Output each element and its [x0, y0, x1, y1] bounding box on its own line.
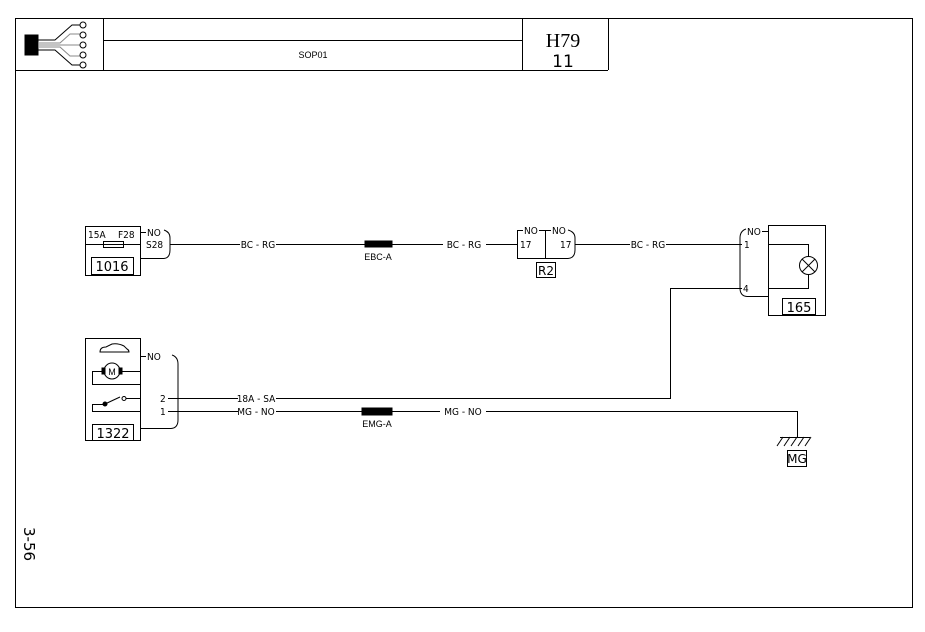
motor-1322[interactable]: M 1322 NO 2 1 — [85, 338, 179, 443]
relay-ref: R2 — [538, 264, 554, 278]
connector-color: NO — [147, 228, 161, 239]
connector-color: NO — [747, 227, 761, 238]
splice-label: EBC-A — [364, 252, 392, 262]
wire-mg-no[interactable]: MG - NO EMG-A MG - NO — [168, 407, 798, 437]
fuse-rating: 15A — [88, 230, 106, 241]
connector-pin: S28 — [146, 240, 163, 251]
switch-icon — [92, 396, 140, 412]
relay-pin: 17 — [520, 240, 531, 251]
motor-icon: M — [92, 362, 140, 385]
connector-color: NO — [147, 352, 161, 363]
ground-ref: MG — [787, 452, 807, 466]
header-title: SOP01 — [298, 50, 327, 60]
connector-color: NO — [524, 226, 538, 237]
fuse-box-1016[interactable]: 15A F28 1016 — [85, 226, 141, 276]
page-frame — [15, 18, 913, 608]
motor-pin: 1 — [160, 407, 166, 418]
fuse-id: F28 — [118, 230, 135, 241]
svg-text:M: M — [108, 367, 116, 377]
motor-pin: 2 — [160, 394, 166, 405]
wire-label: 18A - SA — [237, 394, 276, 405]
wire-label: BC - RG — [447, 240, 481, 251]
lamp-165[interactable]: 165 NO 1 4 — [739, 225, 826, 317]
connector-s28: NO S28 — [140, 228, 171, 259]
lamp-pin: 1 — [744, 240, 750, 251]
title-block: SOP01 H79 11 — [15, 18, 609, 72]
lamp-pin: 4 — [743, 284, 749, 295]
car-icon — [99, 343, 130, 353]
relay-pin: 17 — [560, 240, 571, 251]
connector-color: NO — [552, 226, 566, 237]
page-reference: 3-56 — [20, 527, 38, 561]
wire-label: MG - NO — [237, 407, 275, 418]
diagram-page: 11 — [552, 52, 574, 72]
wire-bc-rg[interactable]: BC - RG EBC-A BC - RG BC - RG — [170, 240, 742, 262]
lamp-ref: 165 — [787, 301, 812, 316]
splice-label: EMG-A — [362, 419, 392, 429]
diagram-code: H79 — [546, 30, 580, 52]
fuse-ref: 1016 — [95, 260, 128, 275]
relay-r2[interactable]: NO NO 17 17 R2 — [517, 226, 576, 278]
wire-label: BC - RG — [631, 240, 665, 251]
ground-mg: MG — [776, 436, 812, 467]
harness-logo-icon — [24, 21, 87, 69]
wire-18a-sa[interactable]: 18A - SA — [168, 288, 742, 406]
wire-label: BC - RG — [241, 240, 275, 251]
motor-ref: 1322 — [96, 427, 129, 442]
wire-label: MG - NO — [444, 407, 482, 418]
